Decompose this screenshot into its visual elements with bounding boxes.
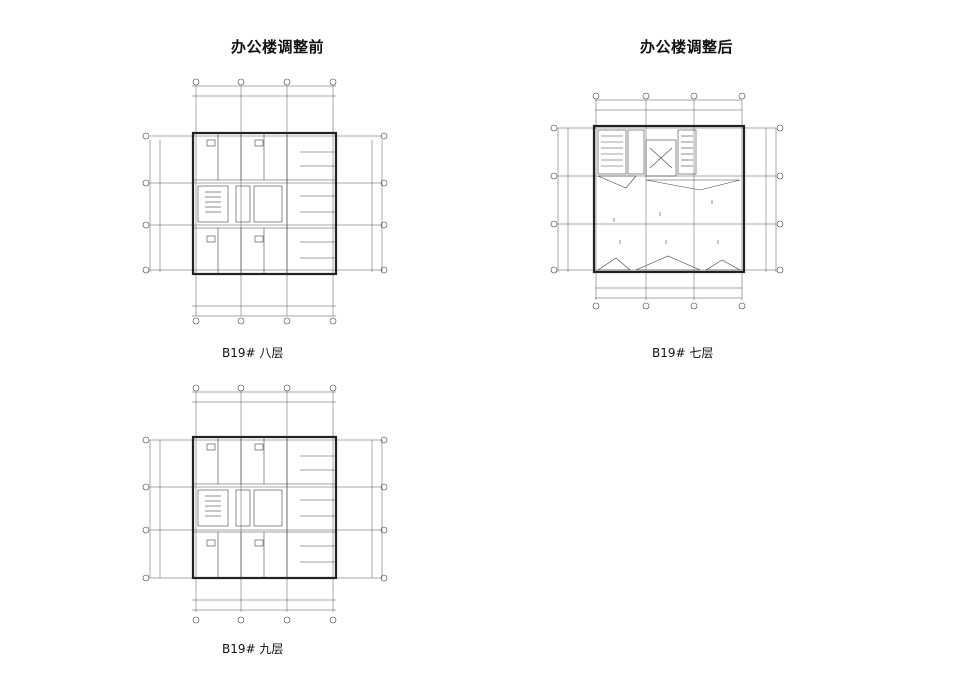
floor-plan-9 xyxy=(142,384,388,624)
caption-floor-9: B19# 九层 xyxy=(222,642,284,656)
heading-before-adjustment: 办公楼调整前 xyxy=(231,38,325,56)
caption-floor-8: B19# 八层 xyxy=(222,346,284,360)
heading-after-adjustment: 办公楼调整后 xyxy=(640,38,734,56)
floor-plan-8 xyxy=(142,78,388,325)
floor-plan-7 xyxy=(550,92,784,310)
caption-floor-7: B19# 七层 xyxy=(652,346,714,360)
